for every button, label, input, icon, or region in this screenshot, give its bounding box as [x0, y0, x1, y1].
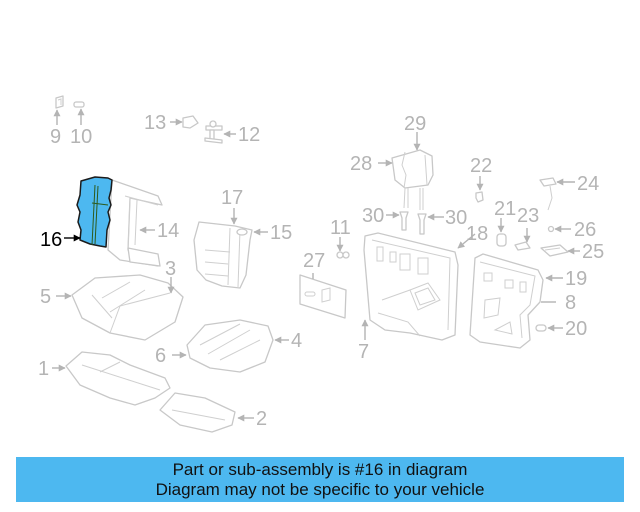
callout-3[interactable]: 3	[165, 258, 176, 280]
banner-line-part-info: Part or sub-assembly is #16 in diagram	[172, 459, 468, 479]
callout-26[interactable]: 26	[574, 219, 596, 241]
callout-11[interactable]: 11	[330, 217, 351, 239]
callout-13[interactable]: 13	[144, 112, 166, 134]
callout-19[interactable]: 19	[565, 268, 587, 290]
callout-4[interactable]: 4	[291, 330, 302, 352]
part-30-headrest-guide-left	[399, 211, 409, 231]
part-25-button-housing	[540, 244, 569, 257]
part-14-seatback-frame	[107, 179, 163, 267]
callout-24[interactable]: 24	[577, 173, 599, 195]
part-3-seat-cushion	[71, 274, 184, 341]
part-21-grommet	[496, 233, 507, 247]
part-18-seatback-panel	[363, 232, 459, 341]
part-9-clip	[55, 95, 64, 109]
part-15-seatback-cover	[193, 221, 253, 289]
part-24-release-strap	[539, 177, 557, 211]
callout-29[interactable]: 29	[404, 113, 426, 135]
callout-25[interactable]: 25	[582, 241, 604, 263]
part-13-bracket	[182, 115, 199, 129]
callout-18[interactable]: 18	[466, 223, 488, 245]
part-12-hinge	[204, 120, 223, 144]
callout-2[interactable]: 2	[256, 408, 267, 430]
callout-1[interactable]: 1	[38, 358, 49, 380]
callout-22[interactable]: 22	[470, 155, 492, 177]
part-16-seatback-pad-highlighted[interactable]	[76, 176, 113, 248]
part-10-pin	[73, 101, 85, 108]
part-26-screw	[547, 225, 555, 233]
part-4-seat-cushion-right	[186, 319, 274, 373]
part-20-screw	[535, 324, 547, 332]
callout-16[interactable]: 16	[40, 229, 62, 251]
callout-5[interactable]: 5	[40, 286, 51, 308]
part-1-seat-base-tray	[65, 351, 171, 406]
callout-8[interactable]: 8	[565, 292, 576, 314]
part-19-seatback-panel-right	[469, 253, 544, 349]
callout-7[interactable]: 7	[358, 341, 369, 363]
callout-27[interactable]: 27	[303, 250, 325, 272]
part-2-seat-base-tray-right	[159, 392, 236, 433]
callout-30-right[interactable]: 30	[445, 207, 467, 229]
info-banner: Part or sub-assembly is #16 in diagram D…	[16, 457, 624, 502]
banner-line-disclaimer: Diagram may not be specific to your vehi…	[155, 479, 485, 499]
callout-20[interactable]: 20	[565, 318, 587, 340]
callout-30-left[interactable]: 30	[362, 205, 384, 227]
part-28-headrest	[391, 149, 434, 210]
part-11-bushing	[336, 251, 350, 259]
callout-28[interactable]: 28	[350, 153, 372, 175]
callout-10[interactable]: 10	[70, 126, 92, 148]
callout-14[interactable]: 14	[157, 220, 179, 242]
callout-9[interactable]: 9	[50, 126, 61, 148]
callout-15[interactable]: 15	[270, 222, 292, 244]
callout-23[interactable]: 23	[517, 205, 539, 227]
callout-17[interactable]: 17	[221, 187, 243, 209]
callout-12[interactable]: 12	[238, 124, 260, 146]
callout-6[interactable]: 6	[155, 345, 166, 367]
part-23-bezel	[514, 241, 531, 251]
part-22-clip	[475, 191, 484, 203]
part-30-headrest-guide-right	[417, 213, 427, 235]
part-27-latch-plate	[299, 274, 347, 319]
callout-21[interactable]: 21	[494, 198, 516, 220]
